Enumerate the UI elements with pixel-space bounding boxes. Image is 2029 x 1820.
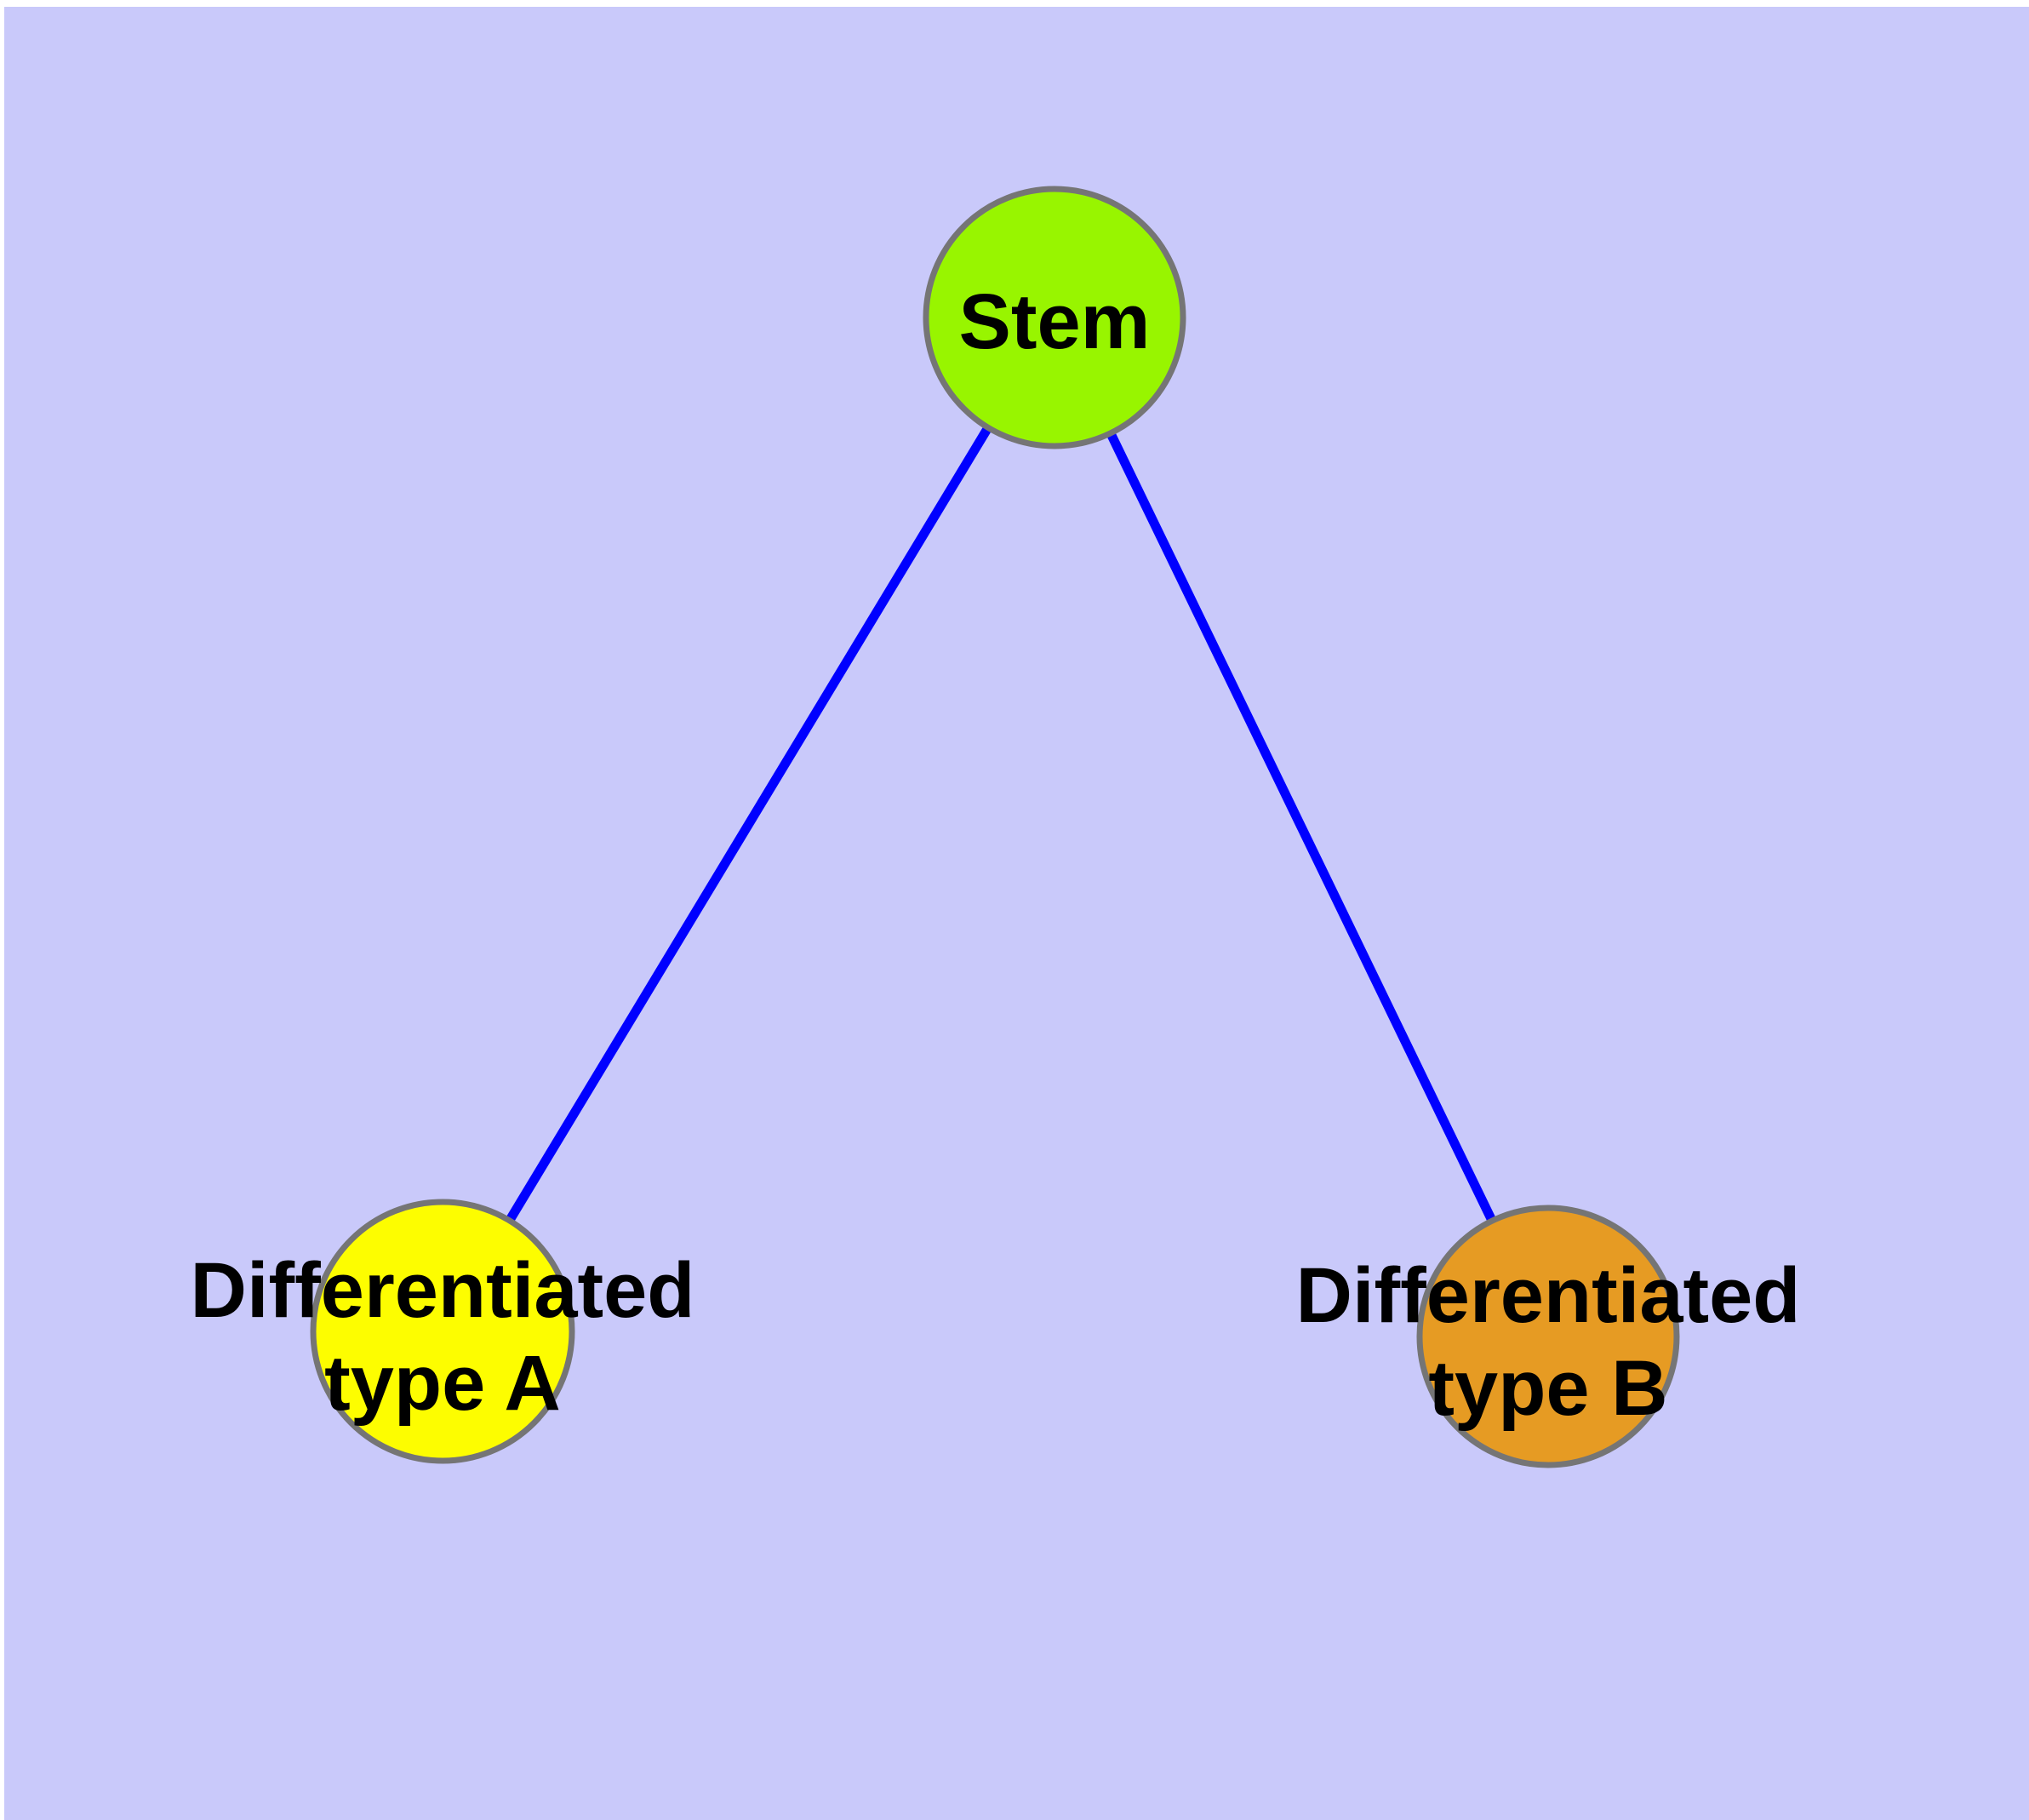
type-a-node-circle	[310, 1199, 575, 1464]
node-differentiated-type-b: Differentiated type B	[1296, 1205, 1801, 1468]
node-stem: Stem	[923, 186, 1186, 449]
node-differentiated-type-a: Differentiated type A	[191, 1199, 695, 1464]
type-a-node-label-line2: type A	[324, 1340, 561, 1427]
stem-node-circle	[923, 186, 1186, 449]
type-b-node-circle	[1416, 1205, 1680, 1468]
type-a-node-label-line1: Differentiated	[191, 1247, 695, 1334]
stem-node-label: Stem	[959, 278, 1151, 365]
edge-stem-to-type-a	[437, 312, 1060, 1336]
type-b-node-label-line2: type B	[1428, 1345, 1667, 1432]
edge-stem-to-type-b	[1049, 312, 1553, 1342]
type-b-node-label-line1: Differentiated	[1296, 1252, 1801, 1339]
